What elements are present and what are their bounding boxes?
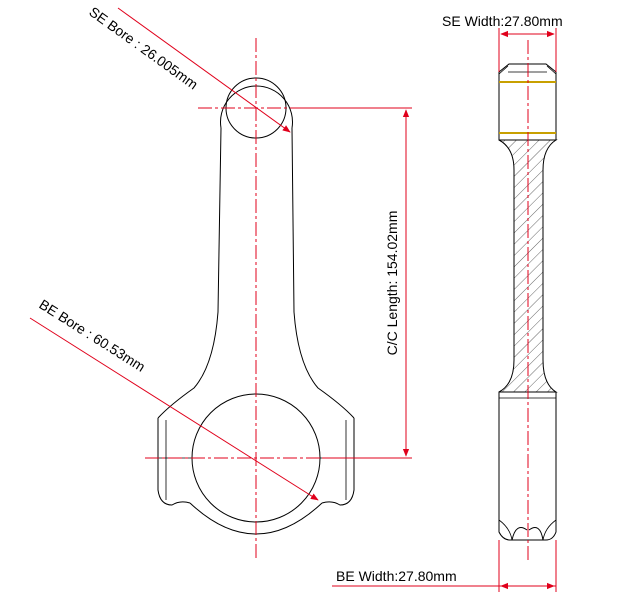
big-end-right-boss	[321, 418, 355, 506]
big-end-left-boss	[157, 418, 191, 506]
be-width-dimension	[332, 540, 557, 592]
cc-length-dimension	[290, 107, 412, 459]
shank-left	[157, 127, 222, 419]
se-bore-label: SE Bore : 26.005mm	[86, 3, 201, 92]
se-width-dimension	[498, 28, 557, 72]
be-bore-leader	[29, 317, 319, 501]
se-width-label: SE Width:27.80mm	[442, 13, 563, 29]
side-big-end-chamfer	[498, 519, 557, 541]
front-centerlines	[145, 38, 366, 560]
side-big-end	[498, 391, 557, 541]
shank-right	[291, 127, 355, 419]
be-bore-label: BE Bore : 60.53mm	[36, 296, 148, 375]
cc-length-label: C/C Length: 154.02mm	[384, 211, 400, 356]
be-width-label: BE Width:27.80mm	[336, 568, 457, 584]
se-bore-leader	[117, 7, 291, 133]
side-big-end-notches	[511, 527, 544, 541]
